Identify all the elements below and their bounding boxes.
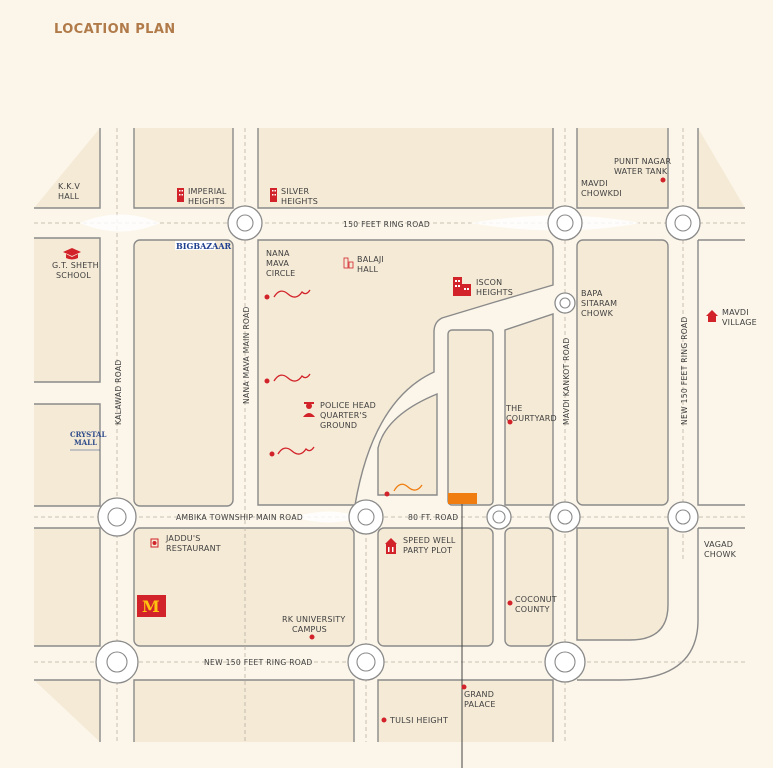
marker-dot: [269, 451, 275, 457]
block: [34, 679, 101, 742]
block: [577, 527, 745, 681]
police-icon: [303, 402, 315, 417]
block: [133, 128, 234, 209]
block: [377, 527, 494, 647]
place-tulsi-height: TULSI HEIGHT: [389, 716, 448, 725]
school-cap-icon: [63, 248, 81, 260]
road-label-new-150-vertical: NEW 150 FEET RING ROAD: [680, 316, 689, 425]
block: [377, 679, 554, 742]
building-icon: [453, 277, 471, 296]
block: [697, 128, 745, 209]
road-label-150-feet-ring: 150 FEET RING ROAD: [343, 220, 430, 229]
block: [697, 239, 745, 506]
road-label-80-ft: 80 FT. ROAD: [408, 513, 458, 522]
marker-dot: [507, 419, 513, 425]
roundabout: [348, 499, 384, 535]
marker-dot: [381, 717, 387, 723]
block: [576, 128, 669, 209]
roundabout: [547, 205, 583, 241]
city-blocks: [34, 128, 745, 742]
roundabout: [486, 504, 512, 530]
svg-text:M: M: [142, 597, 160, 616]
mcdonalds-logo: M: [137, 595, 166, 617]
marker-dot: [264, 294, 270, 300]
marker-dot: [384, 491, 390, 497]
block: [133, 679, 355, 742]
marker-dot: [264, 378, 270, 384]
road-label-mavdi-kankot: MAVDI KANKOT ROAD: [562, 337, 571, 425]
roundabout: [544, 641, 586, 683]
script-logos: [273, 289, 423, 492]
location-dots: [264, 177, 666, 723]
roundabout: [665, 205, 701, 241]
block: [133, 239, 234, 507]
building-icon: [270, 188, 277, 202]
roundabout: [554, 292, 576, 314]
building-icon: [177, 188, 184, 202]
block: [34, 527, 101, 647]
block: [34, 403, 101, 507]
restaurant-icon: [150, 538, 159, 548]
road-label-ambika: AMBIKA TOWNSHIP MAIN ROAD: [176, 513, 303, 522]
road-label-kalawad: KALAWAD ROAD: [114, 359, 123, 425]
svg-text:BIGBAZAAR: BIGBAZAAR: [176, 241, 232, 251]
big-bazaar-logo: BIGBAZAAR: [175, 241, 232, 251]
block: [504, 313, 554, 506]
house-icon: [706, 310, 718, 322]
block: [257, 128, 554, 209]
block: [576, 239, 669, 506]
block: [257, 239, 554, 506]
roundabout: [549, 501, 581, 533]
roundabout: [95, 640, 139, 684]
roundabout: [347, 643, 385, 681]
roundabout: [667, 501, 699, 533]
roundabout: [97, 497, 137, 537]
block: [504, 527, 554, 647]
roundabouts: [95, 205, 701, 684]
block: [447, 329, 494, 506]
roundabout: [227, 205, 263, 241]
party-plot-icon: [385, 538, 397, 554]
block: [576, 527, 669, 641]
site-marker: [448, 493, 477, 504]
marker-dot: [660, 177, 666, 183]
marker-dot: [507, 600, 513, 606]
block: [377, 392, 438, 496]
block: [34, 237, 101, 383]
block: [133, 527, 355, 647]
road-centrelines: [34, 128, 745, 742]
building-icon: [343, 257, 354, 269]
road-label-new-150-horizontal: NEW 150 FEET RING ROAD: [204, 658, 313, 667]
block: [34, 128, 101, 209]
marker-dot: [461, 684, 467, 690]
page-title: LOCATION PLAN: [54, 22, 176, 37]
road-label-nana-mava: NANA MAVA MAIN ROAD: [242, 306, 251, 404]
marker-dot: [309, 634, 315, 640]
